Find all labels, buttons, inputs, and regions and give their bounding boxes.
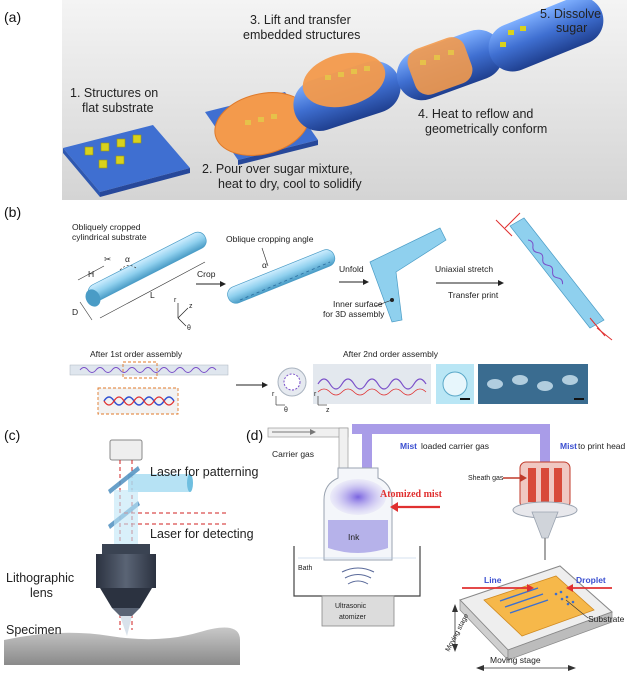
step4-line2: geometrically conform <box>425 122 547 136</box>
panel-d: (d) Carrier gas Mist loaded carrier gas … <box>246 424 626 671</box>
panel-b-label: (b) <box>4 204 21 220</box>
oblique-angle-label: Oblique cropping angle <box>226 234 314 244</box>
specimen-label: Specimen <box>6 623 62 637</box>
line-arrow <box>527 584 534 592</box>
sheath-gas-label: Sheath gas <box>468 475 504 482</box>
step4-line1: 4. Heat to reflow and <box>418 107 533 121</box>
panel-b: (b) Obliquely cropped cylindrical substr… <box>4 204 613 415</box>
moving-stage <box>459 565 613 661</box>
atomized-mist-label: Atomized mist <box>380 489 443 500</box>
lens-label-1: Lithographic <box>6 571 74 585</box>
reflow-cylinder <box>396 29 504 101</box>
label-H: H <box>88 269 94 279</box>
alpha-1: α <box>125 254 130 264</box>
detector-block <box>109 439 143 461</box>
patterning-laser-beam <box>108 466 193 494</box>
alpha-2: α <box>262 260 267 270</box>
laser-patterning-label: Laser for patterning <box>150 465 258 479</box>
inner-surface-1: Inner surface <box>333 299 383 309</box>
moving-stage-bottom-label: Moving stage <box>490 655 541 665</box>
substrate-title-2: cylindrical substrate <box>72 232 147 242</box>
axis-r-2: r <box>272 391 275 398</box>
step2-line1: 2. Pour over sugar mixture, <box>202 162 353 176</box>
cropped-cylinder <box>77 231 207 321</box>
sheath-arrow <box>520 474 527 482</box>
bath-label: Bath <box>298 565 313 572</box>
mist-tube <box>352 424 550 468</box>
uniaxial-label: Uniaxial stretch <box>435 264 493 274</box>
second-order-label: After 2nd order assembly <box>343 349 439 359</box>
mist-word-2: Mist <box>560 441 577 451</box>
lens-label-2: lens <box>30 586 53 600</box>
panel-c: (c) Laser for patterning Laser for detec… <box>4 427 258 665</box>
axis-z-1: z <box>189 303 193 310</box>
sugar-poured-substrate <box>205 92 318 165</box>
second-order-images <box>277 364 588 404</box>
droplet-label: Droplet <box>576 575 606 585</box>
focus-cone <box>120 616 132 636</box>
atomizer-bottle <box>323 467 393 561</box>
carrier-gas-label: Carrier gas <box>272 449 314 459</box>
step1-line1: 1. Structures on <box>70 86 158 100</box>
axis-r-1: r <box>174 297 177 304</box>
inner-surface-2: for 3D assembly <box>323 309 385 319</box>
panel-a: (a) <box>4 0 627 200</box>
to-print-head-label: to print head <box>578 441 626 451</box>
lithographic-lens <box>96 544 156 616</box>
transfer-label: Transfer print <box>448 290 499 300</box>
stretched-strip <box>495 212 613 341</box>
ultrasonic-label-1: Ultrasonic <box>335 603 367 610</box>
axis-r-3: r <box>314 391 317 398</box>
axis-theta-1: θ <box>187 325 191 332</box>
axis-theta-2: θ <box>284 407 288 414</box>
crop-label: Crop <box>197 269 216 279</box>
loaded-carrier-label: loaded carrier gas <box>421 441 489 451</box>
substrate-label: Substrate <box>588 614 625 624</box>
panel-d-label: (d) <box>246 427 263 443</box>
ink-label: Ink <box>348 532 360 542</box>
label-L: L <box>150 290 155 300</box>
ultrasonic-label-2: atomizer <box>339 614 367 621</box>
print-head <box>512 461 578 560</box>
moving-stage-side-label: Moving stage <box>445 613 471 653</box>
mist-arrow <box>390 502 398 512</box>
unfolded-sheet <box>369 227 447 323</box>
specimen-surface <box>4 627 240 665</box>
step2-line2: heat to dry, cool to solidify <box>218 177 362 191</box>
laser-detecting-label: Laser for detecting <box>150 527 254 541</box>
label-D: D <box>72 307 78 317</box>
cropped-cylinder-2 <box>227 247 336 304</box>
step1-line2: flat substrate <box>82 101 154 115</box>
step5-line1: 5. Dissolve <box>540 7 601 21</box>
line-label: Line <box>484 575 502 585</box>
panel-a-label: (a) <box>4 9 21 25</box>
ultrasonic-atomizer <box>321 595 395 627</box>
step3-line2: embedded structures <box>243 28 360 42</box>
scissors-icon: ✂ <box>104 254 111 264</box>
step5-line2: sugar <box>556 21 587 35</box>
substrate-title-1: Obliquely cropped <box>72 222 141 232</box>
dissolved-cylinder <box>488 0 604 72</box>
carrier-gas-pipe <box>267 427 349 469</box>
step3-line1: 3. Lift and transfer <box>250 13 351 27</box>
mist-word-1: Mist <box>400 441 417 451</box>
first-order-strip <box>69 361 229 415</box>
axis-z-2: z <box>326 407 330 414</box>
first-order-label: After 1st order assembly <box>90 349 183 359</box>
structures-yellow <box>84 134 142 169</box>
lift-cylinder <box>293 52 401 131</box>
axes-small <box>275 396 327 406</box>
unfold-label: Unfold <box>339 264 364 274</box>
panel-c-label: (c) <box>4 427 20 443</box>
axes-r-z-theta <box>177 303 189 327</box>
droplet-arrow <box>566 584 573 592</box>
flat-substrate <box>63 125 190 197</box>
